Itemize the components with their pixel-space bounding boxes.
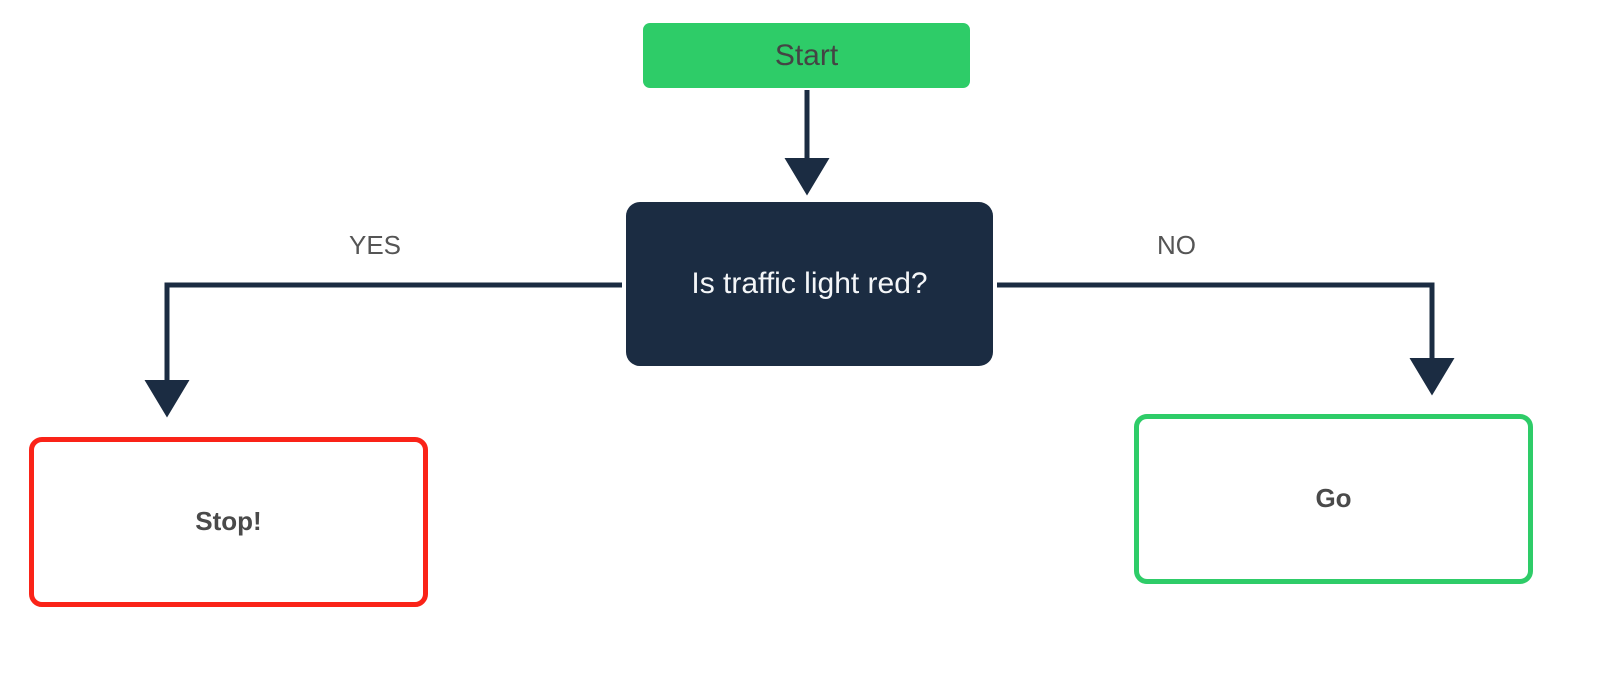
node-decision-traffic-light[interactable]: Is traffic light red? xyxy=(626,202,993,366)
edge-label-yes: YES xyxy=(349,230,402,260)
node-start-label: Start xyxy=(774,38,839,72)
edge-decision-to-go xyxy=(997,282,1455,396)
node-decision-label: Is traffic light red? xyxy=(691,267,928,300)
node-stop-label: Stop! xyxy=(195,506,262,537)
edge-decision-to-stop xyxy=(144,282,622,418)
node-go-label: Go xyxy=(1315,483,1352,514)
edge-label-no: NO xyxy=(1157,230,1196,260)
node-outcome-stop[interactable]: Stop! xyxy=(29,437,428,607)
node-start[interactable]: Start xyxy=(643,23,970,88)
node-outcome-go[interactable]: Go xyxy=(1134,414,1533,584)
